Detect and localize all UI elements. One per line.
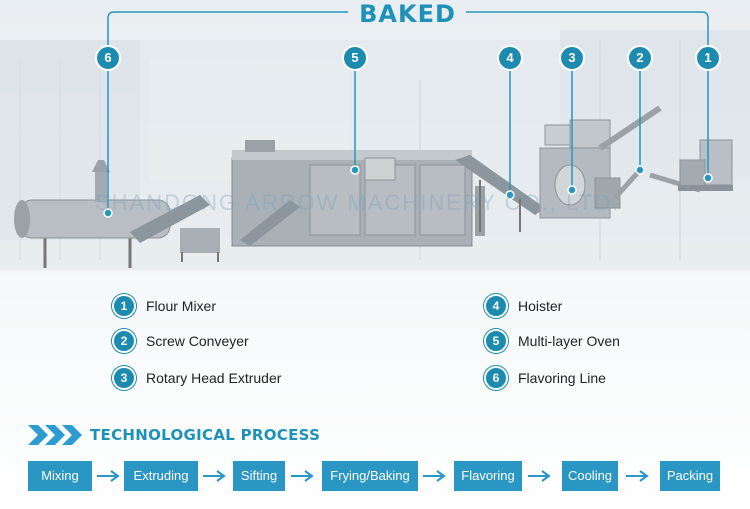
badge-6: 6 — [95, 45, 121, 71]
badge-2: 2 — [627, 45, 653, 71]
legend-label: Hoister — [518, 298, 563, 314]
legend-item-screw-conveyer: 2 Screw Conveyer — [112, 329, 249, 353]
step-frying-baking: Frying/Baking — [322, 461, 418, 491]
machinery-illustration — [14, 11, 733, 268]
company-watermark: SHANDONG ARROW MACHINERY CO., LTD. — [95, 190, 621, 215]
triple-chevron-icon — [28, 425, 82, 445]
legend-badge: 4 — [484, 294, 508, 318]
process-title: TECHNOLOGICAL PROCESS — [90, 426, 321, 444]
process-header: TECHNOLOGICAL PROCESS — [28, 423, 320, 447]
arrow-right-icon — [626, 470, 649, 482]
arrow-right-icon — [203, 470, 226, 482]
step-extruding: Extruding — [124, 461, 198, 491]
legend-badge: 6 — [484, 366, 508, 390]
legend-item-multi-layer-oven: 5 Multi-layer Oven — [484, 329, 620, 353]
multi-layer-oven-machine — [231, 140, 485, 247]
legend-label: Flavoring Line — [518, 370, 606, 386]
legend-item-hoister: 4 Hoister — [484, 294, 562, 318]
step-flavoring: Flavoring — [454, 461, 522, 491]
arrow-right-icon — [423, 470, 446, 482]
flavoring-line-machine — [14, 160, 220, 268]
step-sifting: Sifting — [233, 461, 285, 491]
legend-label: Multi-layer Oven — [518, 333, 620, 349]
badge-3: 3 — [559, 45, 585, 71]
badge-5: 5 — [342, 45, 368, 71]
legend-badge: 3 — [112, 366, 136, 390]
legend-label: Flour Mixer — [146, 298, 217, 314]
arrow-right-icon — [528, 470, 551, 482]
arrow-right-icon — [97, 470, 120, 482]
legend-badge: 1 — [112, 294, 136, 318]
legend-badge: 5 — [484, 329, 508, 353]
badge-4: 4 — [497, 45, 523, 71]
legend-label: Rotary Head Extruder — [146, 370, 282, 386]
legend-item-flour-mixer: 1 Flour Mixer — [112, 294, 216, 318]
page-title: BAKED — [359, 0, 456, 28]
flour-mixer-machine — [678, 139, 733, 191]
legend-item-flavoring-line: 6 Flavoring Line — [484, 366, 606, 390]
step-mixing: Mixing — [28, 461, 92, 491]
legend-badge: 2 — [112, 329, 136, 353]
legend-label: Screw Conveyer — [146, 333, 249, 349]
rotary-head-extruder-machine — [539, 119, 621, 219]
badge-1: 1 — [695, 45, 721, 71]
arrow-right-icon — [291, 470, 314, 482]
hoister-machine — [455, 155, 545, 232]
step-packing: Packing — [660, 461, 720, 491]
legend-item-rotary-head-extruder: 3 Rotary Head Extruder — [112, 366, 281, 390]
step-cooling: Cooling — [562, 461, 618, 491]
